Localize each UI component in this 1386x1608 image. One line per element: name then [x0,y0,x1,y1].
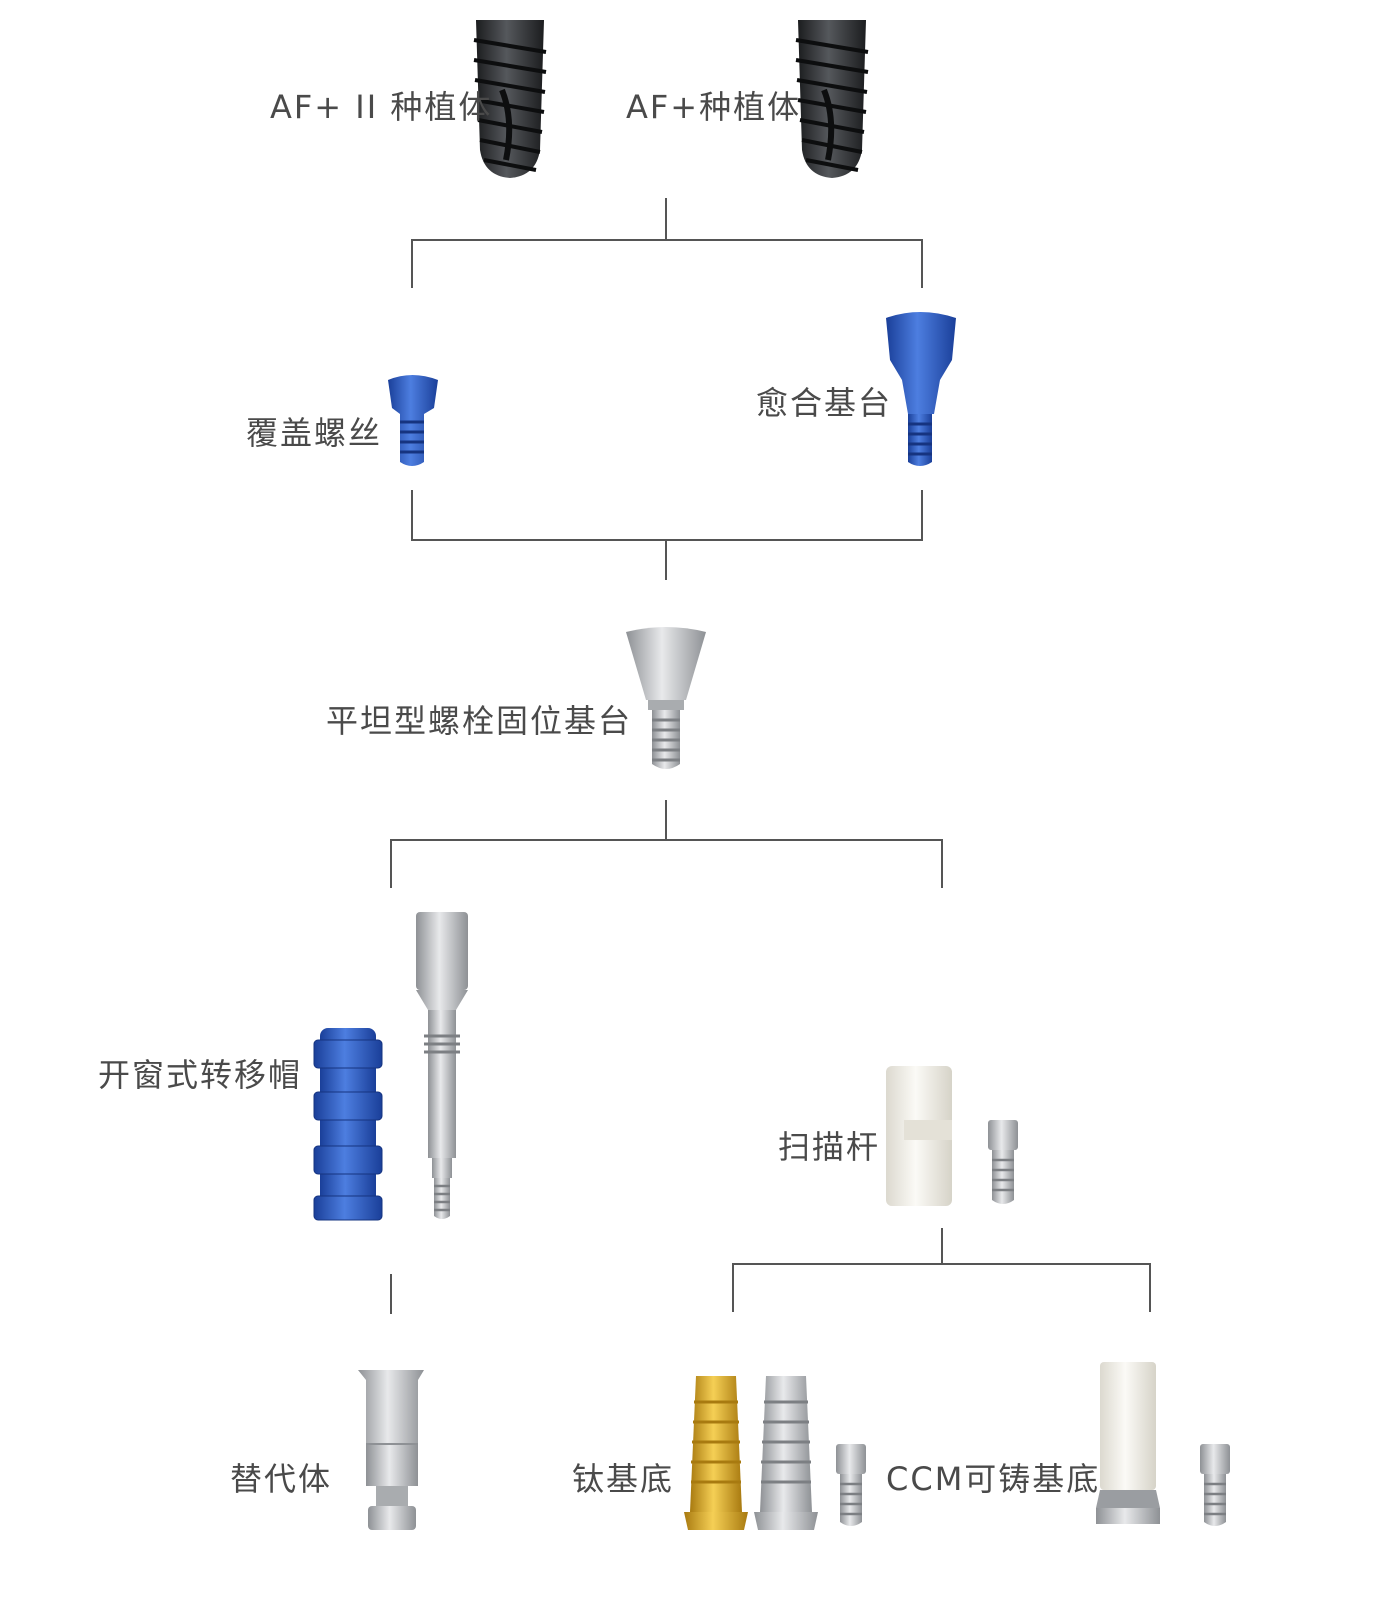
ti-base-gold-image [684,1376,748,1530]
label-analog: 替代体 [230,1460,333,1498]
ti-base-titanium-image [754,1376,818,1530]
open-tray-coping-image [313,1028,383,1221]
impression-pin-image [416,912,468,1219]
label-ti-base: 钛基底 [572,1460,675,1498]
connector-lines [390,198,1151,1314]
label-af-plus-implant: AF+种植体 [626,88,802,126]
af-plus-ii-implant-image [473,20,547,178]
scan-body-screw-image [988,1120,1018,1204]
label-cover-screw: 覆盖螺丝 [246,414,383,452]
label-flat-screw-retained-abutment: 平坦型螺栓固位基台 [326,702,633,740]
label-scan-body: 扫描杆 [778,1128,881,1166]
ccm-base-screw-image [1200,1444,1230,1526]
healing-abutment-image [886,312,956,466]
ti-base-screw-image [836,1444,866,1526]
cover-screw-image [388,375,438,466]
label-open-tray-coping: 开窗式转移帽 [98,1056,303,1094]
af-plus-implant-image [795,20,869,178]
flat-screw-retained-abutment-image [626,627,706,769]
label-af-plus-ii-implant: AF+ II 种植体 [270,88,493,126]
analog-image [358,1370,424,1530]
scan-body-image [886,1066,952,1206]
label-ccm-castable-base: CCM可铸基底 [886,1460,1101,1498]
label-healing-abutment: 愈合基台 [756,384,893,422]
ccm-castable-base-image [1096,1362,1160,1524]
